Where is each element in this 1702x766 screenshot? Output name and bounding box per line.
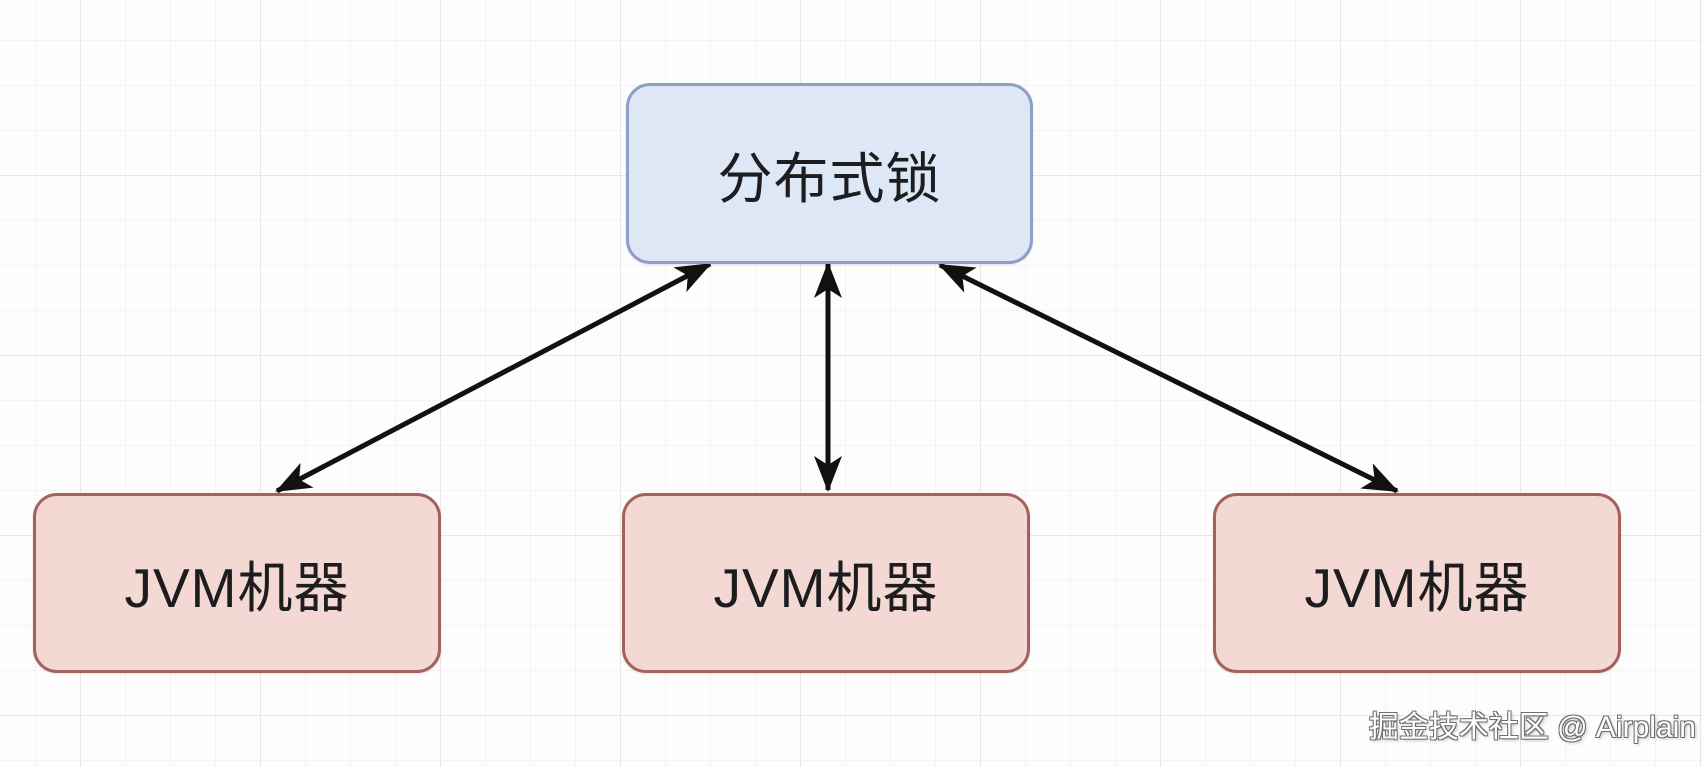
jvm-node-2-label: JVM机器 [713, 557, 939, 619]
edge-lock-jvm1 [275, 261, 712, 494]
edge-lock-jvm3 [938, 262, 1399, 494]
jvm-node-1-label: JVM机器 [124, 557, 350, 619]
jvm-node-2: JVM机器 [622, 493, 1030, 673]
watermark: 掘金技术社区 @ Airplain [1368, 711, 1696, 744]
distributed-lock-label: 分布式锁 [717, 147, 942, 210]
jvm-node-3-label: JVM机器 [1304, 557, 1530, 619]
distributed-lock-node: 分布式锁 [626, 83, 1033, 264]
jvm-node-1: JVM机器 [33, 493, 441, 673]
jvm-node-3: JVM机器 [1213, 493, 1621, 673]
